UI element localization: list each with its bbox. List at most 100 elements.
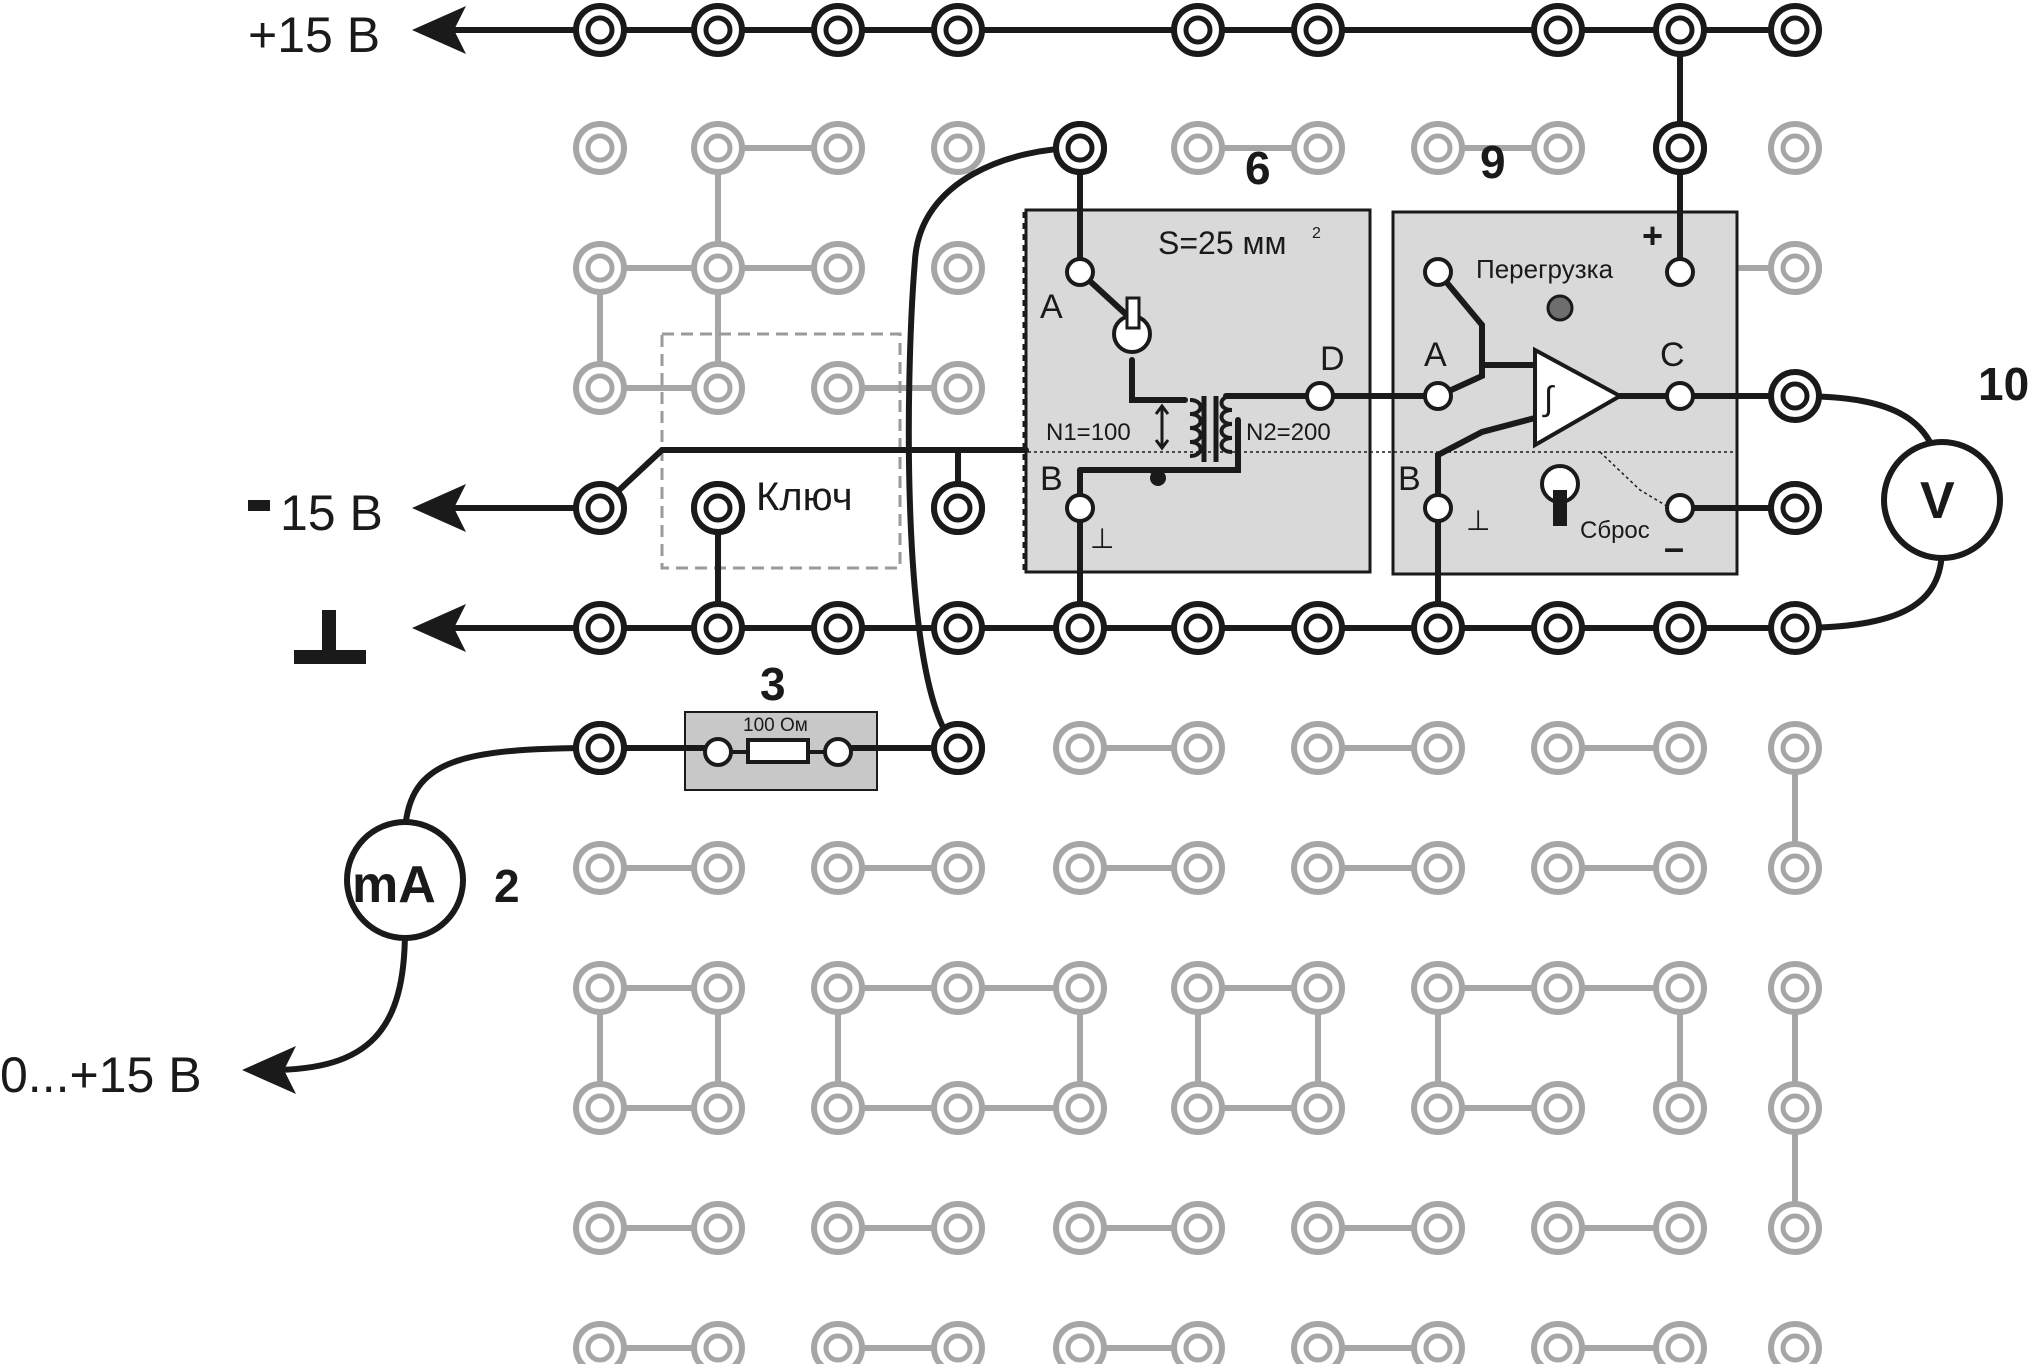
terminal-a — [1065, 257, 1095, 287]
module-6-area: S=25 мм — [1158, 225, 1287, 261]
board-socket-active-inner — [1780, 613, 1810, 643]
overload-led-icon — [1546, 294, 1574, 322]
board-socket-inner — [1780, 853, 1810, 883]
arrow-left-icon — [242, 1046, 296, 1094]
board-socket-inner — [1303, 973, 1333, 1003]
module-3-number: 3 — [760, 658, 786, 710]
module-6-number: 6 — [1245, 142, 1271, 194]
ammeter — [344, 819, 466, 941]
ammeter-symbol: mA — [352, 856, 436, 914]
board-socket-inner — [1065, 1333, 1095, 1363]
reset-handle — [1553, 490, 1567, 526]
wire — [267, 927, 408, 1073]
board-socket-inner — [585, 973, 615, 1003]
labels: +15 В 15 В 0...+15 В 3 100 Ом 6 S=25 мм … — [0, 7, 2029, 1103]
arrow-left-icon — [412, 604, 466, 652]
board-socket-inner — [1423, 133, 1453, 163]
board-socket-inner — [1183, 1213, 1213, 1243]
wire — [1148, 468, 1160, 480]
board-socket-inner — [823, 973, 853, 1003]
board-socket-active-inner — [1780, 15, 1810, 45]
board-socket-active-inner — [1780, 381, 1810, 411]
module-9-ground-mark: ⊥ — [1466, 505, 1490, 536]
board-socket-inner — [1065, 973, 1095, 1003]
board-socket-inner — [1665, 853, 1695, 883]
voltmeter — [1881, 439, 2003, 561]
arrow-left-icon — [412, 484, 466, 532]
board-socket-inner — [1065, 733, 1095, 763]
board-socket-active-inner — [1665, 15, 1695, 45]
adjustable-label: 0...+15 В — [0, 1047, 202, 1103]
board-socket-inner — [943, 1333, 973, 1363]
terminal-b — [1065, 493, 1095, 523]
board-socket-inner — [943, 1093, 973, 1123]
board-socket-inner — [1065, 853, 1095, 883]
board-socket-active-inner — [1543, 15, 1573, 45]
board-socket-inner — [943, 253, 973, 283]
board-socket-active-inner — [585, 493, 615, 523]
divider — [1599, 451, 1671, 509]
board-socket-inner — [1183, 973, 1213, 1003]
board-socket-inner — [1423, 1093, 1453, 1123]
board-socket-active-inner — [1065, 133, 1095, 163]
ground-symbol-icon — [294, 610, 366, 664]
board-socket-inner — [1065, 1093, 1095, 1123]
board-socket-active-inner — [943, 15, 973, 45]
board-socket-inner — [823, 1093, 853, 1123]
board-socket-inner — [823, 1213, 853, 1243]
wire — [1435, 269, 1485, 399]
board-socket-active-inner — [1303, 15, 1333, 45]
board-socket-inner — [1665, 1333, 1695, 1363]
module-9-minus: – — [1664, 527, 1684, 568]
board-socket-inner — [1065, 1213, 1095, 1243]
board-socket-inner — [1780, 733, 1810, 763]
module-9-term-b: B — [1398, 460, 1421, 498]
board-socket-inner — [1543, 973, 1573, 1003]
switch-handle — [1125, 296, 1141, 330]
voltmeter-number: 10 — [1978, 358, 2029, 410]
module-6-details — [1028, 257, 1737, 523]
board-socket-inner — [1665, 973, 1695, 1003]
board-socket-active-inner — [703, 15, 733, 45]
board-socket-inner — [1423, 853, 1453, 883]
board-socket-active-inner — [1665, 133, 1695, 163]
board-socket-inner — [1665, 1093, 1695, 1123]
switch-label: Ключ — [756, 475, 853, 519]
board-socket-inner — [823, 253, 853, 283]
resistor-100-ohm — [703, 737, 853, 767]
terminal-plus — [1665, 257, 1695, 287]
board-socket-active-inner — [585, 15, 615, 45]
terminal-d — [1305, 381, 1335, 411]
board-socket-inner — [1543, 1093, 1573, 1123]
board-socket-inner — [1423, 973, 1453, 1003]
board-socket-inner — [585, 253, 615, 283]
terminal-top-left — [1423, 257, 1453, 287]
wire — [1435, 415, 1538, 509]
integrator-triangle-icon — [1533, 346, 1625, 449]
coil-secondary-icon — [1219, 394, 1233, 454]
board-socket-inner — [823, 133, 853, 163]
board-socket-inner — [1423, 733, 1453, 763]
board-socket-inner — [943, 1213, 973, 1243]
module-9-details — [1423, 257, 1695, 526]
integrator-symbol: ∫ — [1542, 380, 1555, 418]
board-socket-inner — [1780, 973, 1810, 1003]
board-socket-inner — [703, 133, 733, 163]
board-socket-inner — [703, 973, 733, 1003]
board-socket-inner — [943, 373, 973, 403]
board-socket-inner — [703, 1093, 733, 1123]
board-socket-inner — [1780, 1333, 1810, 1363]
board-socket-inner — [1543, 1333, 1573, 1363]
module-9-term-c: C — [1660, 336, 1685, 374]
module-6-area-exp: 2 — [1312, 225, 1321, 242]
terminal-a — [1423, 381, 1453, 411]
terminal-c — [1665, 381, 1695, 411]
board-socket-inner — [1543, 733, 1573, 763]
resistor-label: 100 Ом — [743, 715, 808, 736]
board-socket-inner — [703, 853, 733, 883]
board-socket-active-inner — [1423, 613, 1453, 643]
board-socket-inner — [943, 853, 973, 883]
plus15-label: +15 В — [248, 7, 380, 63]
minus-sign-icon — [248, 500, 270, 511]
